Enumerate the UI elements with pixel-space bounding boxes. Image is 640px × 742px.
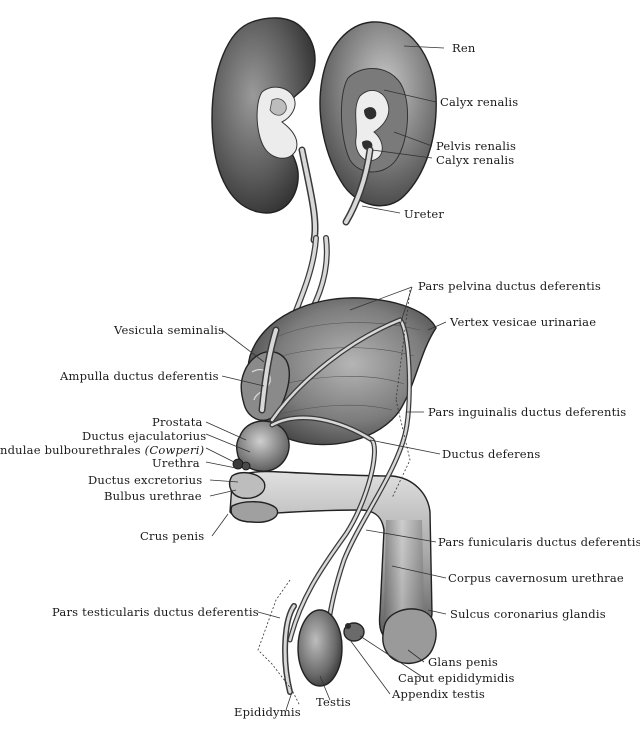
prostata — [232, 420, 290, 472]
glans-shape — [382, 608, 437, 664]
label-sulcus-coronarius: Sulcus coronarius glandis — [450, 607, 606, 621]
label-ampulla: Ampulla ductus deferentis — [59, 369, 219, 383]
crus-penis-shape — [230, 501, 279, 524]
ureter-left — [298, 146, 319, 244]
left-kidney — [211, 17, 316, 214]
label-pars-pelvina: Pars pelvina ductus deferentis — [418, 279, 601, 293]
label-pelvis-renalis: Pelvis renalis — [436, 139, 516, 153]
label-glans-penis: Glans penis — [428, 655, 498, 669]
bulbourethral-gland-2 — [241, 461, 251, 471]
label-epididymis: Epididymis — [234, 705, 301, 719]
label-calyx-renalis-lower: Calyx renalis — [436, 153, 514, 167]
label-bulbus-urethrae: Bulbus urethrae — [104, 489, 202, 503]
label-calyx-renalis-upper: Calyx renalis — [440, 95, 518, 109]
leader-lines — [205, 45, 447, 711]
label-appendix-testis: Appendix testis — [391, 687, 485, 701]
label-testis: Testis — [316, 695, 351, 709]
dashed-bracket-inguinalis — [391, 399, 411, 499]
label-corpus-cavernosum: Corpus cavernosum urethrae — [448, 571, 624, 585]
ampulla — [258, 326, 280, 414]
label-glandulae-bulbourethrales: ndulae bulbourethrales (Cowperi) — [0, 443, 204, 457]
label-pars-funicularis: Pars funicularis ductus deferentis — [438, 535, 640, 549]
testis — [282, 603, 365, 695]
bulbus-shape — [228, 471, 266, 499]
label-pars-testicularis: Pars testicularis ductus deferentis — [52, 605, 259, 619]
label-crus-penis: Crus penis — [140, 529, 204, 543]
dashed-bracket-pelvina — [395, 289, 411, 401]
label-ren: Ren — [452, 41, 476, 55]
label-ductus-ejaculatorius: Ductus ejaculatorius — [82, 429, 206, 443]
right-kidney — [319, 21, 437, 207]
ductus-deferens-tube — [269, 317, 412, 643]
label-urethra: Urethra — [152, 456, 200, 470]
label-vesicula-seminalis: Vesicula seminalis — [113, 323, 224, 337]
penis — [228, 470, 437, 664]
dashed-bracket-testicularis — [257, 579, 301, 707]
label-caput-epididymidis: Caput epididymidis — [398, 671, 515, 685]
label-ureter: Ureter — [404, 207, 444, 221]
ureter-right — [342, 146, 374, 226]
label-pars-inguinalis: Pars inguinalis ductus deferentis — [428, 405, 626, 419]
label-vertex-vesicae: Vertex vesicae urinariae — [449, 315, 596, 329]
label-ductus-deferens: Ductus deferens — [442, 447, 541, 461]
label-ductus-excretorius: Ductus excretorius — [88, 473, 202, 487]
label-prostata: Prostata — [152, 415, 203, 429]
